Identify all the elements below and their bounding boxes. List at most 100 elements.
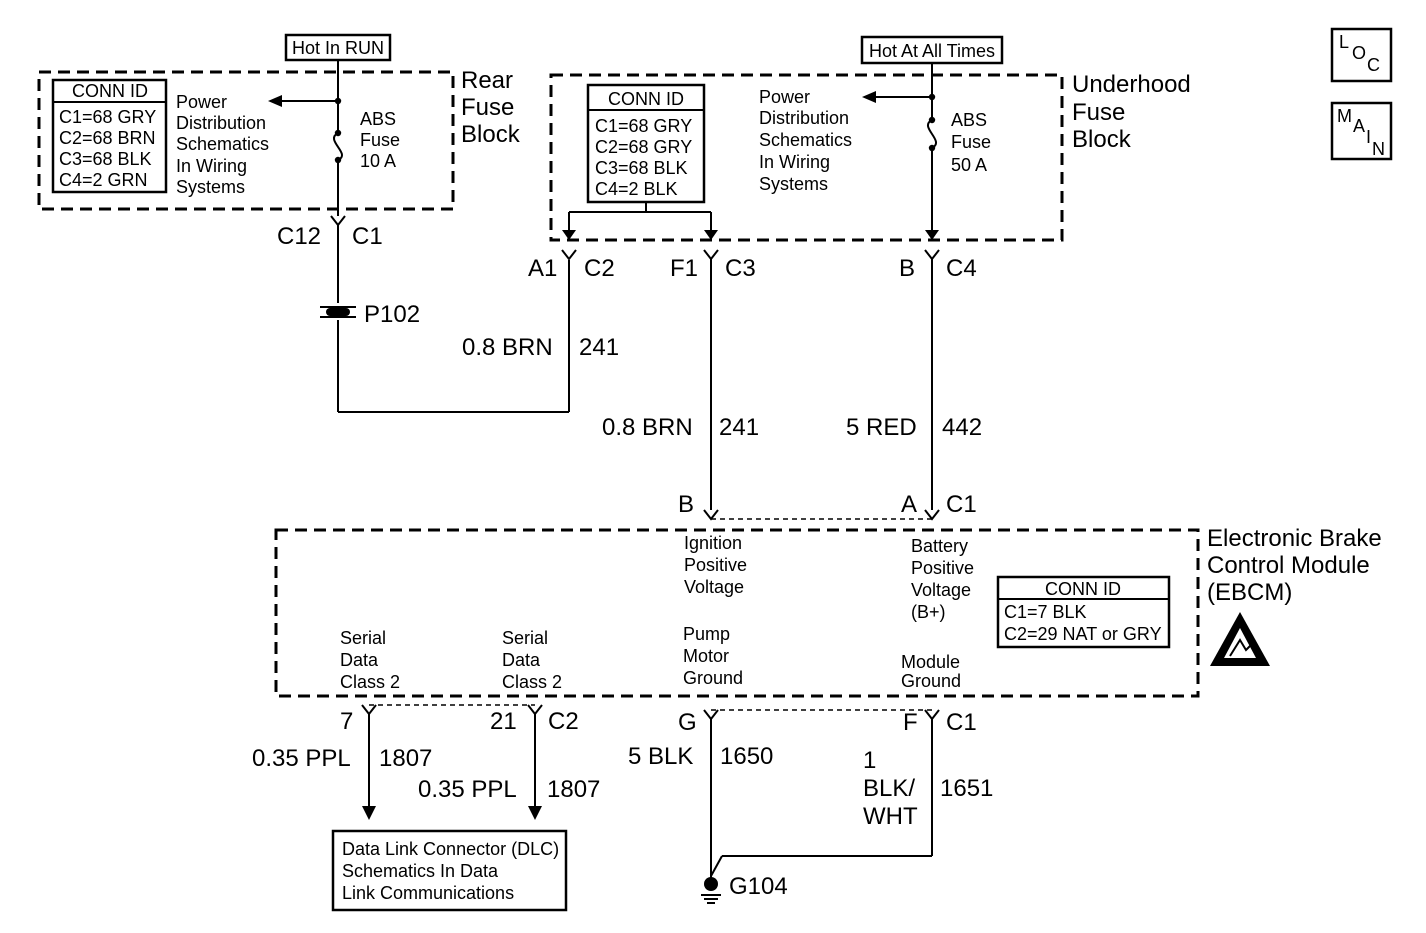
- wire7-size-2: BLK/: [863, 775, 915, 802]
- rear-conn-row-4: C4=2 GRN: [59, 170, 148, 190]
- underhood-title-2: Fuse: [1072, 99, 1125, 126]
- dlc-line-1: Data Link Connector (DLC): [342, 839, 559, 859]
- rear-conn-id-header: CONN ID: [72, 81, 148, 101]
- rear-fuse-title-3: Block: [461, 121, 521, 148]
- dlc-line-2: Schematics In Data: [342, 861, 499, 881]
- ebcm-pin-f: F: [903, 709, 918, 736]
- main-letter-i: I: [1366, 127, 1371, 147]
- rear-power-dist-5: Systems: [176, 177, 245, 197]
- pin21-connector: [527, 704, 543, 716]
- rear-pin-c12: C12: [277, 223, 321, 250]
- rear-fuse-label-2: Fuse: [360, 130, 400, 150]
- dlc-arrow-1: [362, 806, 376, 820]
- underhood-arrow-left: [862, 91, 876, 103]
- rear-power-dist-2: Distribution: [176, 113, 266, 133]
- serial2-label-2: Data: [502, 650, 541, 670]
- underhood-power-dist-1: Power: [759, 87, 810, 107]
- ebcm-conn-c1-bottom: C1: [946, 709, 977, 736]
- ebcm-conn-id-box: CONN ID C1=7 BLK C2=29 NAT or GRY: [996, 575, 1171, 649]
- loc-letter-c: C: [1367, 55, 1380, 75]
- ignition-label-2: Positive: [684, 555, 747, 575]
- c3-connector: [703, 249, 719, 261]
- pin-g-connector: [703, 709, 719, 721]
- loc-letter-l: L: [1339, 32, 1349, 52]
- ignition-label-1: Ignition: [684, 533, 742, 553]
- wire7-circuit: 1651: [940, 775, 993, 802]
- underhood-fuse-label-2: Fuse: [951, 132, 991, 152]
- pin-f-connector: [924, 709, 940, 721]
- hot-at-all-times-label: Hot At All Times: [860, 35, 1004, 65]
- wire3-circuit: 442: [942, 414, 982, 441]
- pin7-connector: [361, 704, 377, 716]
- underhood-conn-row-1: C1=68 GRY: [595, 116, 692, 136]
- underhood-power-dist-2: Distribution: [759, 108, 849, 128]
- underhood-fuse-label-1: ABS: [951, 110, 987, 130]
- ebcm-conn-c1-top: C1: [946, 491, 977, 518]
- rear-fuse-wiring: [268, 60, 570, 413]
- ebcm-pin-a-connector: [924, 509, 940, 521]
- wire1-size: 0.8 BRN: [462, 334, 553, 361]
- ground-g104-label: G104: [729, 873, 788, 900]
- pump-label-2: Motor: [683, 646, 729, 666]
- ebcm-title-2: Control Module: [1207, 552, 1370, 579]
- battery-label-3: Voltage: [911, 580, 971, 600]
- rear-conn-row-1: C1=68 GRY: [59, 107, 156, 127]
- underhood-conn-row-3: C3=68 BLK: [595, 158, 688, 178]
- underhood-fuse-symbol: [927, 119, 937, 149]
- serial1-label-3: Class 2: [340, 672, 400, 692]
- conn-c2-top: C2: [584, 255, 615, 282]
- module-ground-label-2: Ground: [901, 671, 961, 691]
- wire7-size-1: 1: [863, 747, 876, 774]
- rear-c1-connector: [330, 215, 346, 227]
- rear-power-dist-4: In Wiring: [176, 156, 247, 176]
- ebcm-conn-row-2: C2=29 NAT or GRY: [1004, 624, 1162, 644]
- c4-connector: [924, 249, 940, 261]
- wire6-size: 5 BLK: [628, 743, 693, 770]
- battery-label-4: (B+): [911, 602, 946, 622]
- underhood-conn-row-2: C2=68 GRY: [595, 137, 692, 157]
- ebcm-module: Electronic Brake Control Module (EBCM) I…: [274, 509, 1382, 721]
- conn-c3: C3: [725, 255, 756, 282]
- ebcm-title-1: Electronic Brake: [1207, 525, 1382, 552]
- pin-b-top: B: [899, 255, 915, 282]
- ignition-label-3: Voltage: [684, 577, 744, 597]
- main-button[interactable]: M A I N: [1330, 101, 1393, 161]
- loc-button[interactable]: L O C: [1330, 27, 1393, 83]
- dlc-reference-box: Data Link Connector (DLC) Schematics In …: [331, 829, 568, 912]
- splice-p102-label: P102: [364, 301, 420, 328]
- rear-power-dist-1: Power: [176, 92, 227, 112]
- underhood-conn-id-header: CONN ID: [608, 89, 684, 109]
- main-letter-m: M: [1337, 106, 1352, 126]
- ebcm-pin-g: G: [678, 709, 697, 736]
- rear-conn-row-3: C3=68 BLK: [59, 149, 152, 169]
- rear-arrow-left: [268, 95, 282, 107]
- serial1-label-2: Data: [340, 650, 379, 670]
- ebcm-conn-row-1: C1=7 BLK: [1004, 602, 1087, 622]
- underhood-conn-id-box: CONN ID C1=68 GRY C2=68 GRY C3=68 BLK C4…: [586, 83, 706, 204]
- ebcm-pin-a: A: [901, 491, 917, 518]
- serial2-label-3: Class 2: [502, 672, 562, 692]
- ebcm-title-3: (EBCM): [1207, 579, 1292, 606]
- rear-fuse-symbol: [333, 132, 343, 161]
- ground-g104-icon: [701, 877, 721, 904]
- ebcm-conn-c2: C2: [548, 708, 579, 735]
- wire3-size: 5 RED: [846, 414, 917, 441]
- splice-p102-icon: [320, 306, 356, 318]
- rear-fuse-title-1: Rear: [461, 67, 513, 94]
- esd-warning-icon: [1210, 612, 1270, 666]
- main-letter-a: A: [1353, 116, 1365, 136]
- wire2-size: 0.8 BRN: [602, 414, 693, 441]
- underhood-wiring: [561, 63, 940, 510]
- underhood-title-3: Block: [1072, 126, 1132, 153]
- ebcm-conn-id-header: CONN ID: [1045, 579, 1121, 599]
- conn-c4: C4: [946, 255, 977, 282]
- rear-fuse-label-1: ABS: [360, 109, 396, 129]
- underhood-conn-row-4: C4=2 BLK: [595, 179, 678, 199]
- rear-fuse-label-3: 10 A: [360, 151, 396, 171]
- ebcm-pin-b: B: [678, 491, 694, 518]
- dlc-line-3: Link Communications: [342, 883, 514, 903]
- dlc-arrow-2: [528, 806, 542, 820]
- serial1-label-1: Serial: [340, 628, 386, 648]
- battery-label-2: Positive: [911, 558, 974, 578]
